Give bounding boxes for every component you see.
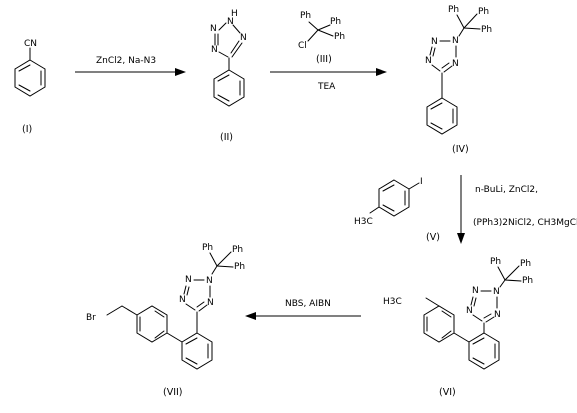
arrow-step1: ZnCl2, Na-N3 — [75, 56, 186, 76]
compound-VII: Ph Ph Ph N N N N Br (VII) — [86, 243, 245, 398]
reagent-step2: TEA — [317, 82, 336, 92]
iodo-label: I — [420, 177, 423, 187]
compound-IV: Ph Ph Ph N N N N (IV) — [425, 5, 492, 155]
phenyl-label: Ph — [232, 245, 243, 255]
phenyl-label: Ph — [481, 25, 492, 35]
phenyl-label: Ph — [490, 257, 501, 267]
atom-N: N — [425, 56, 432, 66]
label-VI: (VI) — [439, 387, 456, 398]
compound-III: Ph Ph Ph Cl (III) — [298, 11, 345, 65]
reagent-step3-line1: n-BuLi, ZnCl2, — [475, 185, 538, 195]
phenyl-label: Ph — [202, 243, 213, 253]
label-V: (V) — [426, 232, 440, 243]
compound-V: I H3C (V) — [354, 177, 440, 243]
atom-N: N — [207, 298, 214, 308]
atom-N: N — [494, 310, 501, 320]
compound-I: CN (I) — [14, 39, 46, 135]
atom-N: N — [227, 17, 234, 27]
label-I: (I) — [22, 124, 32, 135]
atom-N: N — [472, 286, 479, 296]
phenyl-label: Ph — [522, 276, 533, 286]
arrow-step4: NBS, AIBN — [245, 299, 361, 320]
atom-N: N — [206, 276, 213, 286]
atom-N: N — [493, 287, 500, 297]
reagent-step4: NBS, AIBN — [285, 299, 331, 309]
atom-N: N — [431, 37, 438, 47]
atom-N: N — [211, 45, 218, 55]
atom-N: N — [466, 306, 473, 316]
arrow-step2: TEA — [270, 68, 387, 92]
atom-N: N — [185, 275, 192, 285]
compound-II: N H N N N (II) — [210, 9, 247, 143]
phenyl-label: Ph — [448, 5, 459, 15]
atom-N: N — [452, 36, 459, 46]
bromo-label: Br — [86, 313, 96, 323]
atom-H: H — [231, 9, 238, 19]
atom-N: N — [179, 295, 186, 305]
cyano-group: CN — [24, 39, 37, 49]
compound-VI: Ph Ph Ph N N N N H3C (VI) — [383, 257, 533, 398]
phenyl-label: Ph — [300, 11, 311, 21]
reagent-step1: ZnCl2, Na-N3 — [96, 56, 156, 66]
atom-N: N — [452, 59, 459, 69]
label-VII: (VII) — [163, 387, 183, 398]
arrow-step3: n-BuLi, ZnCl2, (PPh3)2NiCl2, CH3MgCl — [457, 175, 577, 244]
atom-N: N — [210, 24, 217, 34]
phenyl-label: Ph — [234, 262, 245, 272]
chloro-label: Cl — [298, 41, 307, 51]
label-II: (II) — [220, 132, 233, 143]
phenyl-label: Ph — [520, 259, 531, 269]
methyl-label: H3C — [383, 297, 402, 307]
reagent-step3-line2: (PPh3)2NiCl2, CH3MgCl — [473, 218, 577, 228]
atom-N: N — [240, 33, 247, 43]
methyl-label: H3C — [354, 217, 373, 227]
phenyl-label: Ph — [330, 17, 341, 27]
label-IV: (IV) — [452, 144, 469, 155]
phenyl-label: Ph — [478, 7, 489, 17]
label-III: (III) — [316, 54, 332, 65]
phenyl-label: Ph — [334, 32, 345, 42]
